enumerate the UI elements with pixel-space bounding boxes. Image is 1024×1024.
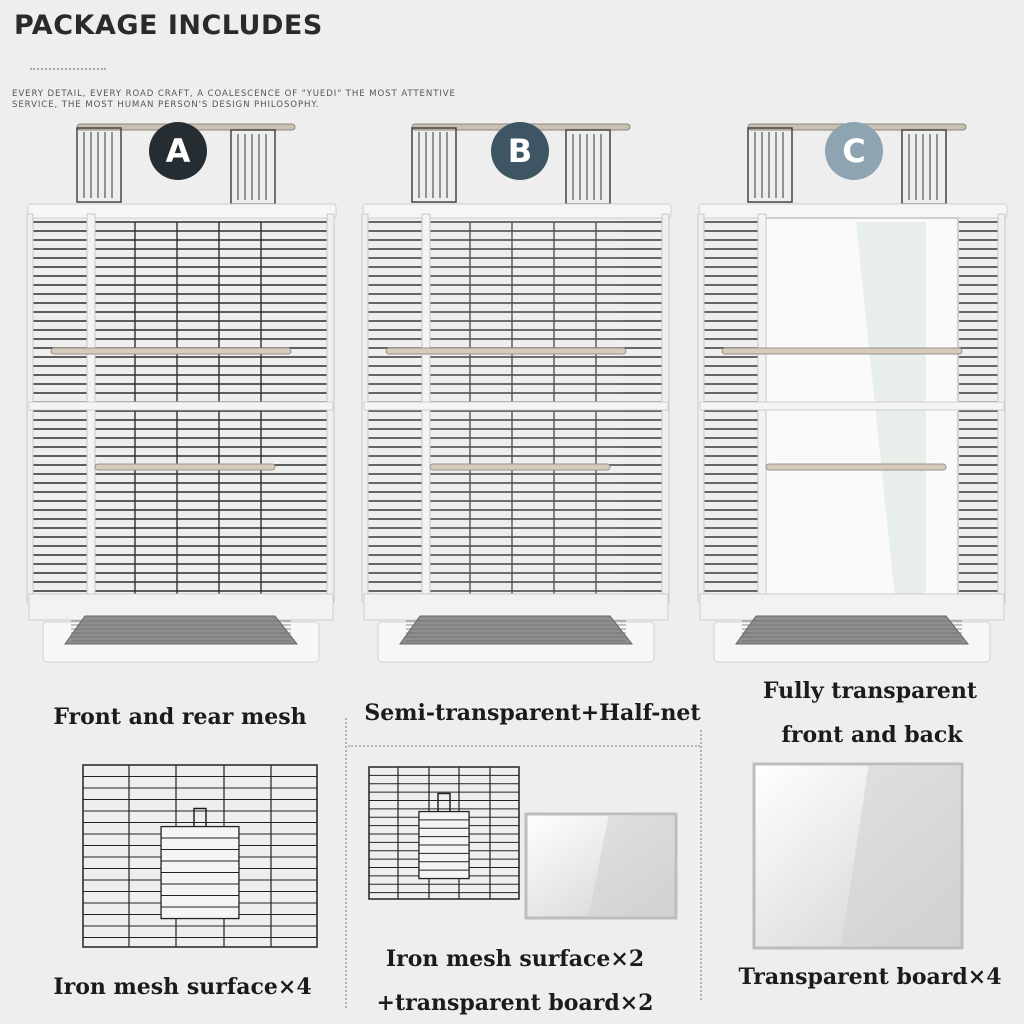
badge-a: A [149, 122, 207, 180]
perch-upper [385, 347, 627, 355]
middle-divider [363, 401, 669, 411]
caption-option-c-line1: Fully transparent [762, 678, 978, 704]
cage-roof [362, 203, 672, 219]
top-feeder [411, 127, 457, 203]
board-glare [841, 766, 960, 946]
caption-option-a: Front and rear mesh [53, 704, 307, 730]
caption-option-b: Semi-transparent+Half-net [364, 700, 701, 726]
top-feeder [747, 127, 793, 203]
divider-top [348, 745, 700, 747]
cage-c-illustration [696, 118, 1012, 678]
tray-grate [735, 615, 970, 645]
tagline: EVERY DETAIL, EVERY ROAD CRAFT, A COALES… [12, 89, 612, 111]
badge-b: B [491, 122, 549, 180]
door-latch [437, 792, 451, 812]
badge-c: C [825, 122, 883, 180]
perch-lower [765, 463, 947, 471]
cage-roof [27, 203, 337, 219]
contents-label-b-line2: +transparent board×2 [376, 990, 654, 1016]
board-glare [588, 816, 674, 916]
front-transparent-board [763, 217, 959, 611]
decorative-dots [30, 68, 106, 72]
middle-divider [699, 401, 1005, 411]
frame-post-front-left [421, 213, 431, 611]
cage-a-illustration [25, 118, 341, 678]
frame-post-front-left [86, 213, 96, 611]
frame-post-front-left [757, 213, 767, 611]
iron-mesh-panel-b [368, 766, 520, 904]
divider-right [700, 730, 702, 1000]
top-feeder [76, 127, 122, 203]
perch-upper [50, 347, 292, 355]
contents-label-b-line1: Iron mesh surface×2 [385, 946, 645, 972]
mesh-frame [82, 764, 318, 948]
caption-option-c-line2: front and back [781, 722, 963, 748]
contents-label-c: Transparent board×4 [738, 964, 1002, 990]
tray-grate [399, 615, 634, 645]
tagline-line-2: SERVICE, THE MOST HUMAN PERSON'S DESIGN … [12, 100, 320, 110]
cage-roof [698, 203, 1008, 219]
contents-label-a: Iron mesh surface×4 [53, 974, 312, 1000]
perch-upper [721, 347, 963, 355]
tagline-line-1: EVERY DETAIL, EVERY ROAD CRAFT, A COALES… [12, 89, 456, 99]
mesh-frame [368, 766, 520, 900]
board-reflection [856, 222, 926, 608]
iron-mesh-panel-a [82, 764, 318, 952]
transparent-board-panel-c [752, 762, 964, 954]
perch-lower [94, 463, 276, 471]
perch-lower [429, 463, 611, 471]
divider-left [345, 718, 347, 1008]
cage-b-illustration [360, 118, 676, 678]
door-latch [193, 807, 207, 827]
tray-grate [64, 615, 299, 645]
page-title: PACKAGE INCLUDES [14, 10, 323, 41]
middle-divider [28, 401, 334, 411]
transparent-board-panel-b [524, 812, 678, 924]
